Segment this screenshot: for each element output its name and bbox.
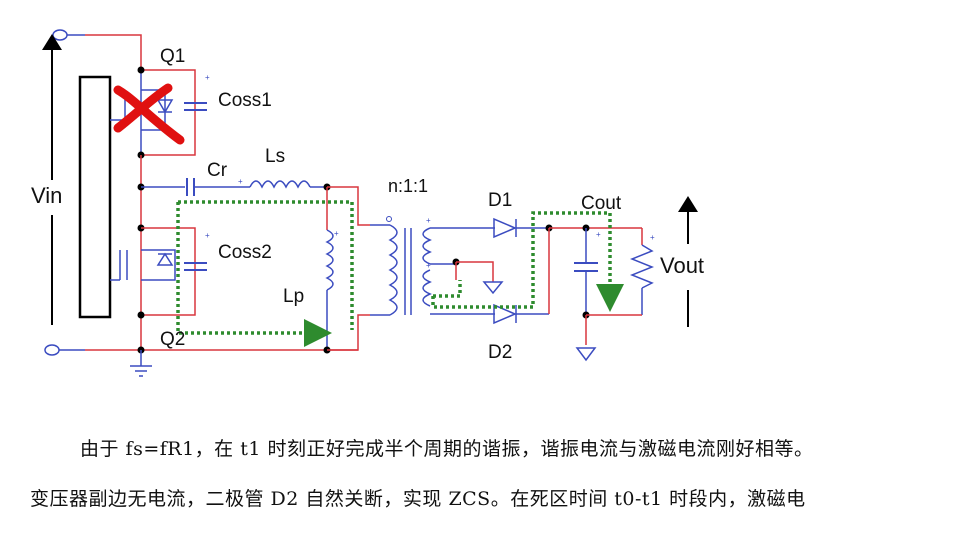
svg-text:+: + — [334, 229, 339, 238]
d1-label: D1 — [488, 190, 512, 211]
current-path — [176, 200, 624, 347]
svg-text:+: + — [650, 233, 655, 242]
d2-label: D2 — [488, 342, 512, 363]
transformer: + + — [370, 216, 495, 316]
paragraph-line-1: 由于 fs=fR1，在 t1 时刻正好完成半个周期的谐振，谐振电流与激磁电流刚好… — [80, 438, 814, 460]
q1-label: Q1 — [160, 46, 185, 67]
svg-text:+: + — [596, 230, 601, 239]
q2-switch — [110, 224, 196, 319]
paragraph-line-2: 变压器副边无电流，二极管 D2 自然关断，实现 ZCS。在死区时间 t0-t1 … — [30, 488, 806, 510]
svg-text:+: + — [205, 231, 210, 240]
svg-text:+: + — [426, 261, 431, 270]
ls-inductor: + — [238, 177, 331, 191]
ls-label: Ls — [265, 146, 285, 167]
lp-inductor: + — [323, 187, 339, 354]
vin-top-terminal — [52, 29, 142, 70]
gate-driver-block — [78, 75, 112, 319]
ground-symbol-secondary — [482, 281, 504, 295]
coss2-label: Coss2 — [218, 242, 272, 263]
lp-label: Lp — [283, 286, 304, 307]
load-resistor: + — [586, 228, 655, 316]
svg-text:+: + — [238, 177, 243, 186]
cr-label: Cr — [207, 160, 228, 181]
cout-capacitor: + — [574, 224, 601, 319]
cout-label: Cout — [581, 193, 622, 214]
d1-diode — [493, 217, 549, 239]
coss1-label: Coss1 — [218, 90, 272, 111]
vout-label: Vout — [660, 253, 704, 278]
svg-text:+: + — [426, 216, 431, 225]
llc-circuit-diagram: + + + — [31, 29, 704, 377]
ground-symbol-output — [575, 315, 597, 362]
cr-capacitor — [186, 178, 250, 196]
q2-label: Q2 — [160, 329, 185, 350]
ratio-label: n:1:1 — [388, 176, 428, 196]
vin-label: Vin — [31, 183, 62, 208]
q1-cross-mark-icon — [113, 83, 185, 145]
coss1-capacitor: + — [184, 73, 210, 111]
vin-bottom-terminal — [44, 344, 358, 356]
svg-text:+: + — [205, 73, 210, 82]
ground-symbol-input — [130, 350, 152, 377]
d2-diode — [493, 303, 549, 325]
coss2-capacitor: + — [184, 231, 210, 271]
